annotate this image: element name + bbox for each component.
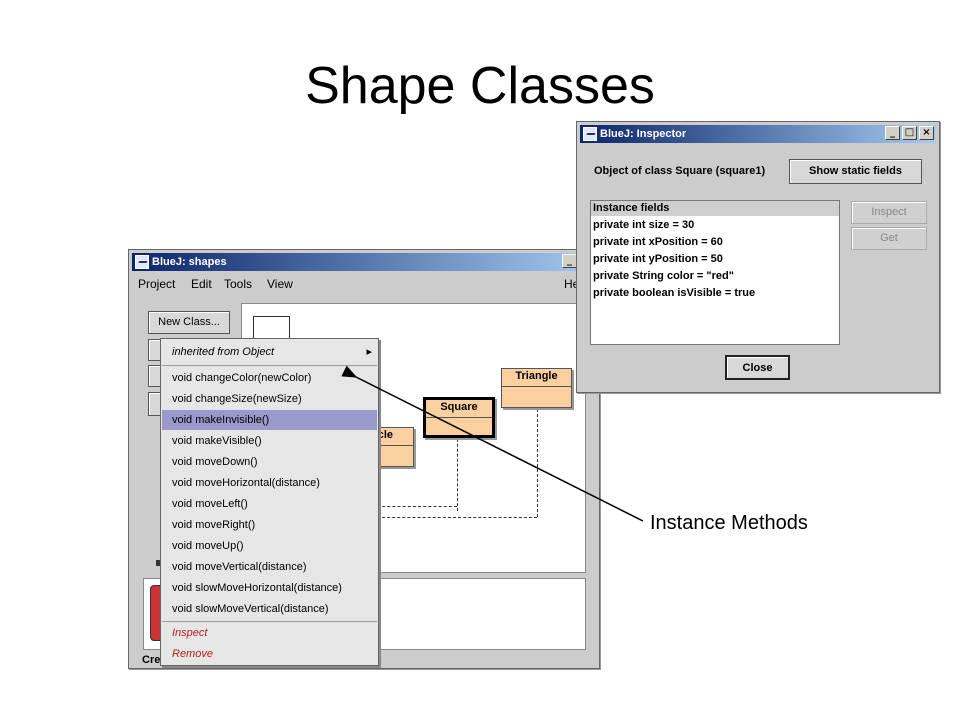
slide-title: Shape Classes <box>305 57 655 115</box>
menu-bar: Project Edit Tools View He <box>132 274 596 294</box>
submenu-label: inherited from Object <box>172 346 275 358</box>
maximize-button[interactable]: □ <box>902 126 917 140</box>
annotation-instance-methods: Instance Methods <box>650 512 808 534</box>
menu-method-highlighted[interactable]: void makeInvisible() <box>162 410 377 430</box>
dependency-line <box>377 506 457 507</box>
inspector-app-icon <box>583 127 597 141</box>
menu-method[interactable]: void changeColor(newColor) <box>172 372 312 384</box>
fields-header: Instance fields <box>591 201 839 216</box>
menu-separator <box>162 365 377 366</box>
field-row[interactable]: private int size = 30 <box>593 219 695 231</box>
class-triangle[interactable]: Triangle <box>501 368 572 408</box>
class-separator <box>426 417 492 418</box>
menu-method[interactable]: void moveUp() <box>172 540 244 552</box>
field-row[interactable]: private int yPosition = 50 <box>593 253 723 265</box>
menu-method[interactable]: void moveDown() <box>172 456 258 468</box>
field-row[interactable]: private int xPosition = 60 <box>593 236 723 248</box>
dependency-line <box>377 517 537 518</box>
menu-separator <box>162 621 377 622</box>
bluej-window-title: BlueJ: shapes <box>152 256 227 268</box>
menu-method[interactable]: void slowMoveHorizontal(distance) <box>172 582 342 594</box>
instance-fields-list[interactable]: Instance fields private int size = 30 pr… <box>590 200 840 345</box>
bench-divider-handle[interactable] <box>156 560 162 566</box>
object-popup-menu: inherited from Object ▸ void changeColor… <box>160 338 379 666</box>
inspect-button[interactable]: Inspect <box>851 201 927 224</box>
bluej-titlebar[interactable]: BlueJ: shapes _ □ <box>132 253 596 271</box>
menu-inspect[interactable]: Inspect <box>172 627 208 639</box>
inspector-window: BlueJ: Inspector _ □ × Object of class S… <box>576 121 940 393</box>
menu-edit[interactable]: Edit <box>191 277 212 291</box>
dependency-line <box>537 409 538 517</box>
class-square-name: Square <box>440 401 478 413</box>
menu-help[interactable]: He <box>564 277 580 291</box>
bluej-app-icon <box>135 255 149 269</box>
submenu-arrow-icon: ▸ <box>366 346 372 358</box>
menu-inherited-from-object[interactable]: inherited from Object ▸ <box>162 342 377 362</box>
new-class-button[interactable]: New Class... <box>148 311 230 334</box>
minimize-button[interactable]: _ <box>562 254 577 268</box>
class-square[interactable]: Square <box>423 397 495 438</box>
menu-method[interactable]: void makeVisible() <box>172 435 262 447</box>
class-triangle-name: Triangle <box>515 370 558 382</box>
field-row[interactable]: private boolean isVisible = true <box>593 287 756 299</box>
close-button[interactable]: Close <box>725 355 790 380</box>
minimize-button[interactable]: _ <box>885 126 900 140</box>
menu-method[interactable]: void changeSize(newSize) <box>172 393 302 405</box>
class-separator <box>502 386 571 387</box>
menu-method[interactable]: void moveLeft() <box>172 498 248 510</box>
menu-method[interactable]: void moveRight() <box>172 519 256 531</box>
status-bar-text: Cre <box>142 654 161 666</box>
show-static-fields-button[interactable]: Show static fields <box>789 159 922 184</box>
menu-view[interactable]: View <box>267 277 293 291</box>
object-class-label: Object of class Square (square1) <box>594 165 766 177</box>
menu-project[interactable]: Project <box>138 277 176 291</box>
dependency-line <box>457 434 458 511</box>
menu-method[interactable]: void moveVertical(distance) <box>172 561 307 573</box>
close-window-button[interactable]: × <box>919 126 934 140</box>
inspector-window-title: BlueJ: Inspector <box>600 128 687 140</box>
get-button[interactable]: Get <box>851 227 927 250</box>
inspector-titlebar[interactable]: BlueJ: Inspector _ □ × <box>580 125 936 143</box>
menu-tools[interactable]: Tools <box>224 277 253 291</box>
menu-remove[interactable]: Remove <box>172 648 213 660</box>
field-row[interactable]: private String color = "red" <box>593 270 734 282</box>
menu-method[interactable]: void moveHorizontal(distance) <box>172 477 320 489</box>
menu-method[interactable]: void slowMoveVertical(distance) <box>172 603 329 615</box>
